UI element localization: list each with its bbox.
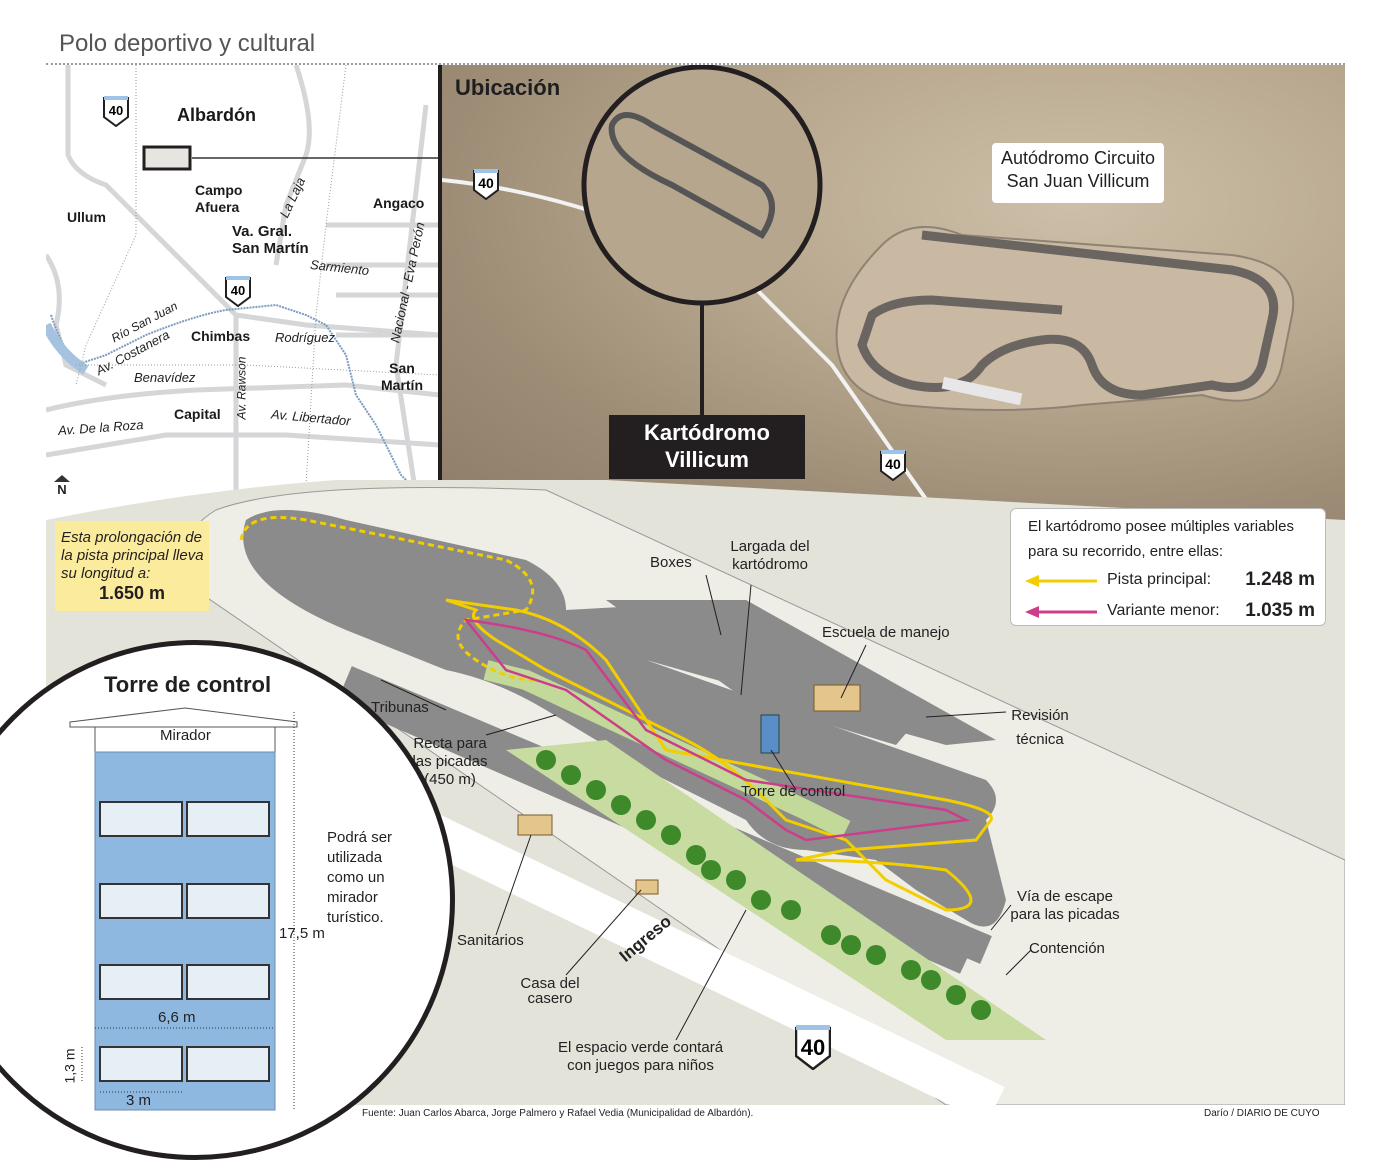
- circuit-label: Autódromo Circuito San Juan Villicum: [992, 143, 1164, 203]
- street-benavidez: Benavídez: [134, 370, 196, 385]
- route-40-shield: 40: [794, 1024, 832, 1071]
- svg-text:40: 40: [109, 103, 123, 118]
- tower-window-width: 3 m: [126, 1092, 152, 1109]
- svg-text:40: 40: [231, 283, 245, 298]
- place-chimbas: Chimbas: [191, 328, 251, 344]
- regional-map: 40 40 Albardón Ullum Campo Afuera Angaco…: [41, 64, 441, 506]
- svg-text:40: 40: [885, 456, 901, 472]
- panel-divider: [438, 65, 442, 505]
- label-tribunas: Tribunas: [371, 699, 429, 716]
- route-40-shield: 40: [880, 449, 906, 482]
- route-40-shield: 40: [225, 275, 251, 308]
- tower-height: 17,5 m: [279, 925, 325, 942]
- legend-label: Variante menor:: [1107, 602, 1220, 619]
- divider: [46, 63, 1345, 65]
- credit: Darío / DIARIO DE CUYO: [1204, 1108, 1320, 1119]
- street-rawson: Av. Rawson: [234, 356, 249, 420]
- north-arrow-icon: N: [54, 475, 70, 497]
- legend-intro: El kartódromo posee múltiples variables …: [1028, 518, 1294, 560]
- place-capital: Capital: [174, 406, 221, 422]
- label-torre: Torre de control: [741, 783, 846, 800]
- label-espacio-verde: El espacio verde contará con juegos para…: [557, 1039, 724, 1074]
- label-largada: Largada del kartódromo: [730, 538, 810, 573]
- kartodromo-label: Kartódromo Villicum: [609, 415, 805, 479]
- legend-value: 1.035 m: [1245, 600, 1315, 621]
- yellow-arrow-icon: [1025, 575, 1097, 587]
- source-note: Fuente: Juan Carlos Abarca, Jorge Palmer…: [362, 1108, 754, 1119]
- place-ullum: Ullum: [67, 209, 106, 225]
- tower-mirador: Mirador: [160, 727, 211, 744]
- legend-value: 1.248 m: [1245, 569, 1315, 590]
- legend-label: Pista principal:: [1107, 571, 1212, 588]
- label-contencion: Contención: [1029, 940, 1105, 957]
- extension-length: 1.650 m: [98, 583, 166, 603]
- tower-title: Torre de control: [104, 672, 272, 697]
- page-title: Polo deportivo y cultural: [59, 30, 316, 57]
- satellite-image: Ubicación Autódromo Circuito San Juan Vi…: [442, 65, 1345, 522]
- place-albardon: Albardón: [177, 105, 256, 125]
- extension-note-text: Esta prolongación de la pista principal …: [61, 529, 204, 582]
- tower-note: Podrá ser utilizada como un mirador turí…: [327, 829, 393, 926]
- label-sanitarios: Sanitarios: [457, 932, 524, 949]
- place-san-martin-village: Va. Gral. San Martín: [232, 223, 309, 257]
- street-rodriguez: Rodríguez: [275, 330, 335, 345]
- satellite-title: Ubicación: [455, 75, 561, 100]
- route-40-shield: 40: [473, 168, 499, 201]
- label-boxes: Boxes: [650, 554, 692, 571]
- route-40-shield: 40: [103, 95, 129, 128]
- legend: El kartódromo posee múltiples variables …: [1010, 508, 1326, 626]
- tower-elevation: [69, 707, 298, 1111]
- satellite-features: [442, 65, 1295, 522]
- label-via-escape: Vía de escape para las picadas: [1010, 888, 1120, 923]
- extension-note: Esta prolongación de la pista principal …: [55, 521, 209, 611]
- map-roads: [41, 64, 441, 506]
- place-san-martin: San Martín: [381, 360, 423, 393]
- svg-text:40: 40: [478, 175, 494, 191]
- label-casa: Casa del casero: [520, 975, 580, 1007]
- place-angaco: Angaco: [373, 195, 425, 211]
- place-campo-afuera: Campo Afuera: [195, 182, 243, 215]
- tower-width: 6,6 m: [158, 1009, 196, 1026]
- tower-floor-height: 1,3 m: [61, 1048, 78, 1084]
- pink-arrow-icon: [1025, 606, 1097, 618]
- tower-drawing: [60, 700, 310, 1120]
- label-revision: Revisión técnica: [1011, 707, 1069, 748]
- svg-text:40: 40: [801, 1035, 825, 1060]
- label-escuela: Escuela de manejo: [822, 624, 950, 641]
- label-recta: Recta para las picadas (450 m): [412, 735, 488, 788]
